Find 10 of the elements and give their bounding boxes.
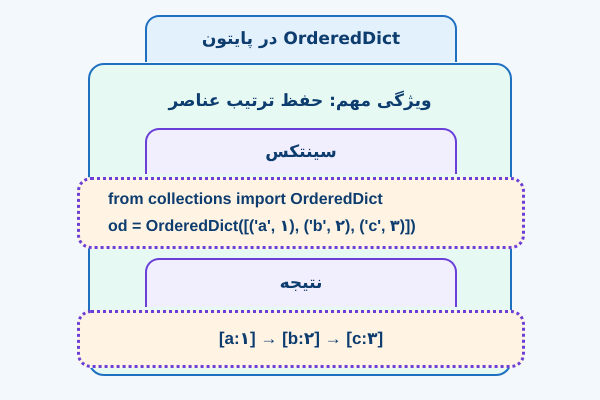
heading: سینتکس [265,140,337,164]
result-text: [a:۱] → [b:۲] → [c:۳] [218,328,384,350]
code-line: from collections import OrderedDict [108,190,383,210]
heading: نتیجه [280,272,322,296]
section-header-box [145,258,457,307]
code-line: od = OrderedDict([('a', ۱), ('b', ۲), ('c', ۳)]) [108,217,416,237]
section-header-box [145,128,457,174]
heading: ویژگی مهم: حفظ ترتیب عناصر [168,90,432,113]
heading: OrderedDict در پایتون [202,28,400,52]
title-box [145,15,457,62]
